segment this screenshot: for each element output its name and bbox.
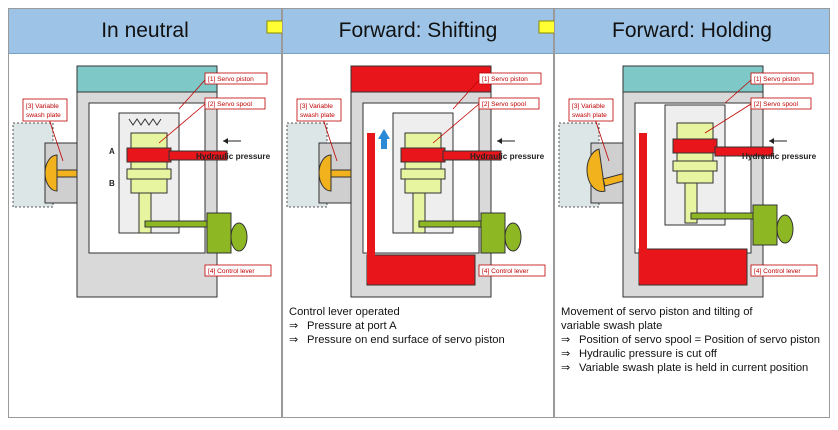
description: Movement of servo piston and tilting of … [561,305,823,375]
panel-neutral: In neutral A B [1] Servo piston [2] Serv… [8,8,282,418]
panel-title: Forward: Shifting [283,9,553,54]
panel-title: Forward: Holding [555,9,829,54]
panel-title: In neutral [9,9,281,54]
control-lever [206,212,232,254]
servo-diagram-neutral: A B [1] Servo piston [2] Servo spool [3]… [12,65,272,298]
swash-plate [318,154,332,192]
callout-servo-spool: [2] Servo spool [208,101,253,108]
cylinder-cap [350,65,492,93]
control-lever [752,204,778,246]
control-lever [480,212,506,254]
pressure-line [168,150,228,161]
cylinder-cap [76,65,218,93]
up-arrow-icon [378,129,390,149]
callout-servo-piston: [1] Servo piston [754,76,800,83]
callout-control-lever: [4] Control lever [208,268,255,275]
cylinder-cap [622,65,764,93]
servo-diagram-holding: [1] Servo piston [2] Servo spool [3] Var… [558,65,818,298]
callout-swash-line2: swash plate [572,112,607,119]
callout-swash-line1: [3] Variable [26,103,59,110]
pressure-line [442,150,502,161]
callout-servo-spool: [2] Servo spool [482,101,527,108]
piston-end-pressure [638,248,748,286]
callout-swash-line2: swash plate [26,112,61,119]
port-a-label: A [109,147,115,156]
callout-control-lever: [4] Control lever [754,268,801,275]
servo-spool [130,132,168,194]
servo-diagram-shifting: [1] Servo piston [2] Servo spool [3] Var… [286,65,546,298]
description-bullet: ⇒Pressure on end surface of servo piston [289,334,505,346]
callout-swash-line2: swash plate [300,112,335,119]
piston-end-pressure [366,254,476,286]
swash-plate [44,154,58,192]
panel-forward-shifting: Forward: Shifting [1] Servo piston [2] S… [282,8,554,418]
description-bullet: ⇒Pressure at port A [289,320,397,332]
port-b-label: B [109,179,115,188]
callout-servo-spool: [2] Servo spool [754,101,799,108]
description-bullet: ⇒Variable swash plate is held in current… [561,362,809,374]
callout-servo-piston: [1] Servo piston [208,76,254,83]
hydraulic-pressure-label: Hydraulic pressure [196,152,271,161]
description-bullet: ⇒Hydraulic pressure is cut off [561,348,717,360]
hydraulic-pressure-label: Hydraulic pressure [742,152,817,161]
description-line: variable swash plate [561,320,663,332]
description-line: Control lever operated [289,306,400,318]
description: Control lever operated ⇒Pressure at port… [289,305,547,347]
callout-control-lever: [4] Control lever [482,268,529,275]
panel-forward-holding: Forward: Holding [1] Servo piston [2] Se… [554,8,830,418]
callout-servo-piston: [1] Servo piston [482,76,528,83]
description-line: Movement of servo piston and tilting of [561,306,753,318]
hydraulic-pressure-label: Hydraulic pressure [470,152,545,161]
swash-plate [586,148,606,192]
servo-spool [404,132,442,194]
callout-swash-line1: [3] Variable [572,103,605,110]
description-bullet: ⇒Position of servo spool = Position of s… [561,334,820,346]
callout-swash-line1: [3] Variable [300,103,333,110]
pressure-line [714,146,774,157]
